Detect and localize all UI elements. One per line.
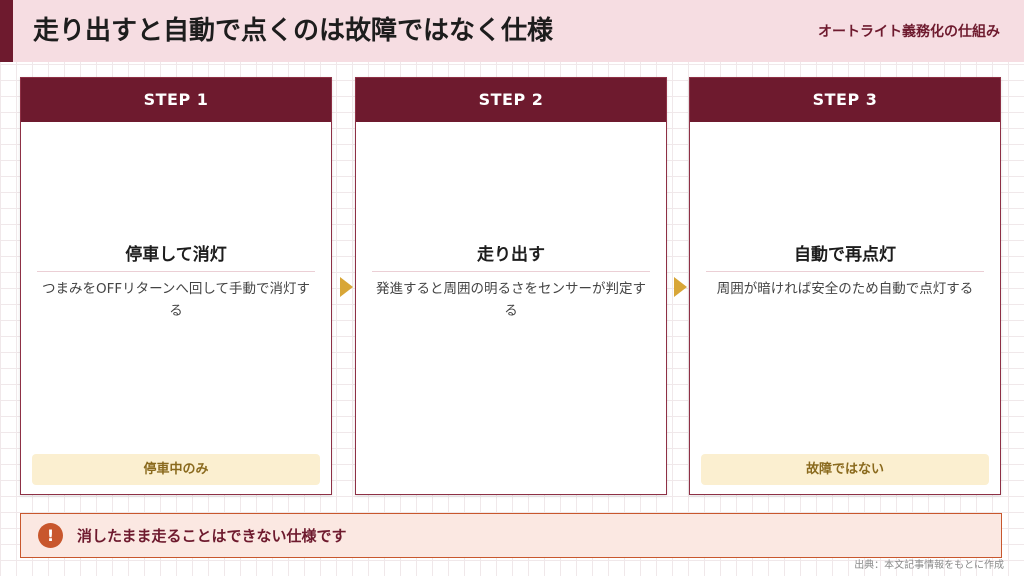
step-card-2: STEP 2 走り出す 発進すると周囲の明るさをセンサーが判定する — [355, 77, 667, 495]
step-label: STEP 1 — [21, 78, 331, 122]
step-title: 自動で再点灯 — [794, 245, 896, 265]
exclamation-icon: ! — [38, 523, 63, 548]
page-title: 走り出すと自動で点くのは故障ではなく仕様 — [33, 16, 554, 46]
warning-note: ! 消したまま走ることはできない仕様です — [20, 513, 1002, 558]
arrow-right-icon — [674, 277, 687, 297]
step-title: 停車して消灯 — [125, 245, 227, 265]
step-description: 周囲が暗ければ安全のため自動で点灯する — [716, 281, 974, 297]
note-text: 消したまま走ることはできない仕様です — [77, 527, 347, 545]
step-tag: 故障ではない — [701, 454, 989, 485]
arrow-right-icon — [340, 277, 353, 297]
step-card-3: STEP 3 自動で再点灯 周囲が暗ければ安全のため自動で点灯する 故障ではない — [689, 77, 1001, 495]
source-caption: 出典：本文記事情報をもとに作成 — [854, 560, 1004, 571]
step-tag: 停車中のみ — [32, 454, 320, 485]
step-divider — [706, 271, 984, 272]
page-subtitle: オートライト義務化の仕組み — [818, 24, 1000, 40]
step-divider — [37, 271, 315, 272]
step-label: STEP 3 — [690, 78, 1000, 122]
step-label: STEP 2 — [356, 78, 666, 122]
step-card-1: STEP 1 停車して消灯 つまみをOFFリターンへ回して手動で消灯する 停車中… — [20, 77, 332, 495]
header-bar: 走り出すと自動で点くのは故障ではなく仕様 オートライト義務化の仕組み — [0, 0, 1024, 62]
step-description: つまみをOFFリターンへ回して手動で消灯する — [41, 281, 311, 319]
step-divider — [372, 271, 650, 272]
step-title: 走り出す — [477, 245, 545, 265]
header-accent-bar — [0, 0, 13, 62]
step-description: 発進すると周囲の明るさをセンサーが判定する — [376, 281, 646, 319]
